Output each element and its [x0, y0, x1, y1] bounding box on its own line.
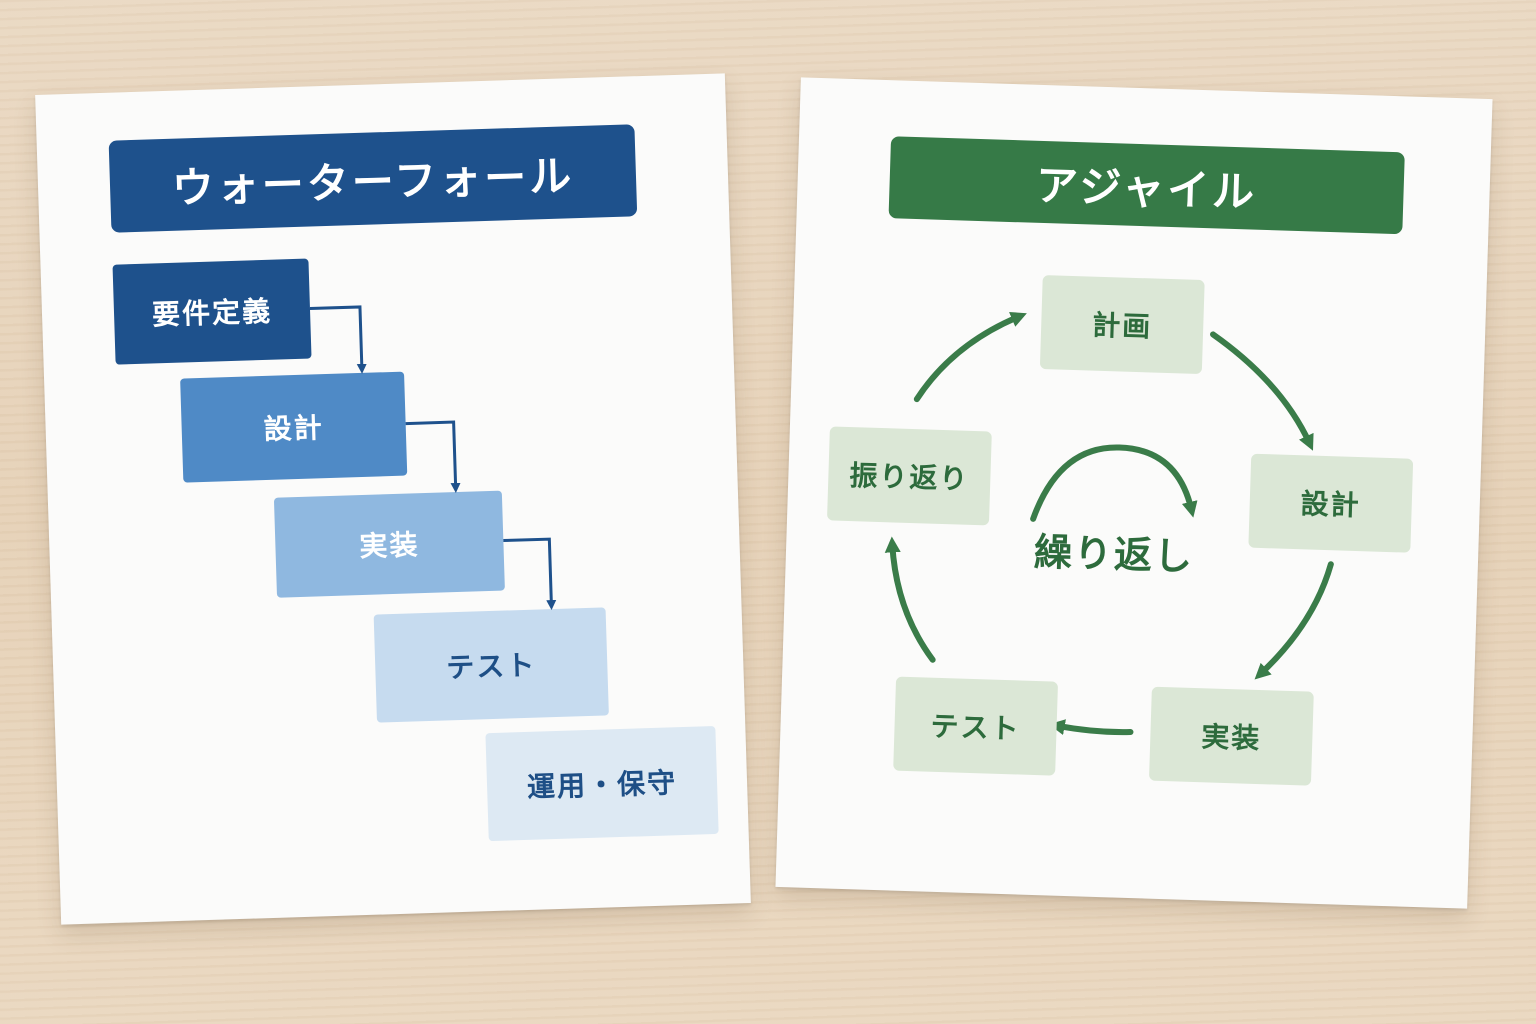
waterfall-arrow-1 [309, 305, 367, 374]
agile-step-test: テスト [893, 676, 1059, 776]
agile-center-loop-arrow [1030, 444, 1198, 522]
agile-sheet: アジャイル 計画 設計 実装 テスト 振り返り 繰り返し [775, 77, 1493, 909]
agile-step-plan: 計画 [1039, 275, 1205, 375]
agile-step-implementation: 実装 [1148, 686, 1314, 786]
agile-arrow-retro-to-plan [913, 312, 1027, 403]
agile-center-label: 繰り返し [1033, 529, 1195, 579]
waterfall-arrow-3 [503, 537, 557, 611]
waterfall-arrows [309, 305, 557, 611]
waterfall-sheet: ウォーターフォール 要件定義 設計 実装 テスト 運用・保守 [35, 73, 751, 925]
agile-arrow-plan-to-design [1210, 331, 1314, 451]
agile-arrow-impl-to-test [1048, 719, 1134, 736]
waterfall-arrow-2 [405, 420, 461, 494]
agile-cycle-arrows [884, 312, 1334, 736]
agile-arrow-test-to-retro [884, 536, 936, 663]
agile-arrow-design-to-impl [1254, 561, 1334, 680]
agile-step-design: 設計 [1248, 453, 1414, 553]
agile-step-retrospective: 振り返り [826, 426, 992, 526]
